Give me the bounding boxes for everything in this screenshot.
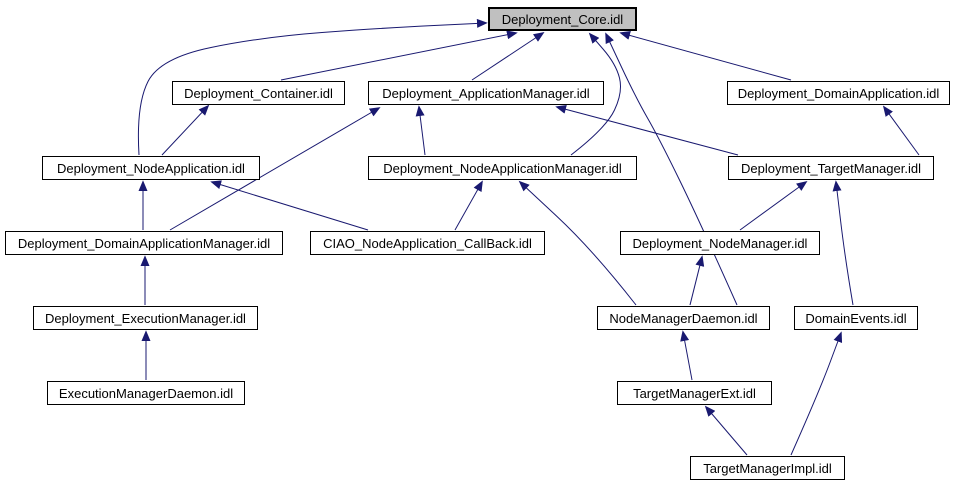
graph-node-execmgr[interactable]: Deployment_ExecutionManager.idl	[33, 306, 258, 330]
graph-node-domapp[interactable]: Deployment_DomainApplication.idl	[727, 81, 950, 105]
edge-nodemgrdaemon-to-nodemgr	[689, 255, 705, 306]
edge-targetmgrimpl-to-domainevents	[790, 331, 843, 456]
graph-node-domappmgr[interactable]: Deployment_DomainApplicationManager.idl	[5, 231, 283, 255]
graph-node-nodemgrdaemon[interactable]: NodeManagerDaemon.idl	[597, 306, 770, 330]
graph-node-core: Deployment_Core.idl	[488, 7, 637, 31]
graph-node-targetmgrext[interactable]: TargetManagerExt.idl	[617, 381, 772, 405]
edge-nodeapp-to-core	[137, 18, 488, 156]
graph-node-nodeappmgr[interactable]: Deployment_NodeApplicationManager.idl	[368, 156, 637, 180]
edge-appmgr-to-core	[471, 32, 545, 81]
edge-domappmgr-to-appmgr	[169, 107, 381, 231]
edge-targetmgrimpl-to-targetmgrext	[704, 405, 748, 456]
graph-node-container[interactable]: Deployment_Container.idl	[172, 81, 345, 105]
edge-nodeappmgr-to-core	[570, 32, 621, 156]
edge-nodemgr-to-targetmgr	[739, 180, 808, 231]
graph-node-execmgrdaemon[interactable]: ExecutionManagerDaemon.idl	[47, 381, 245, 405]
graph-node-nodemgr[interactable]: Deployment_NodeManager.idl	[620, 231, 820, 255]
graph-node-nodeapp[interactable]: Deployment_NodeApplication.idl	[42, 156, 260, 180]
edge-nodemgrdaemon-to-nodeappmgr	[518, 180, 637, 306]
edge-domainevents-to-targetmgr	[832, 180, 854, 306]
graph-node-targetmgr[interactable]: Deployment_TargetManager.idl	[728, 156, 934, 180]
edge-nodeappmgr-to-appmgr	[415, 105, 426, 156]
edge-targetmgr-to-appmgr	[555, 104, 739, 156]
graph-node-targetmgrimpl[interactable]: TargetManagerImpl.idl	[690, 456, 845, 480]
edge-targetmgrext-to-nodemgrdaemon	[680, 330, 693, 381]
edge-callback-to-nodeappmgr	[454, 180, 483, 231]
edge-domapp-to-core	[619, 31, 792, 81]
edge-nodeapp-to-container	[161, 104, 210, 156]
edge-container-to-core	[280, 30, 518, 81]
graph-node-callback[interactable]: CIAO_NodeApplication_CallBack.idl	[310, 231, 545, 255]
graph-node-appmgr[interactable]: Deployment_ApplicationManager.idl	[368, 81, 604, 105]
edge-targetmgr-to-domapp	[882, 105, 920, 156]
edge-callback-to-nodeapp	[210, 180, 369, 231]
graph-node-domainevents[interactable]: DomainEvents.idl	[794, 306, 918, 330]
